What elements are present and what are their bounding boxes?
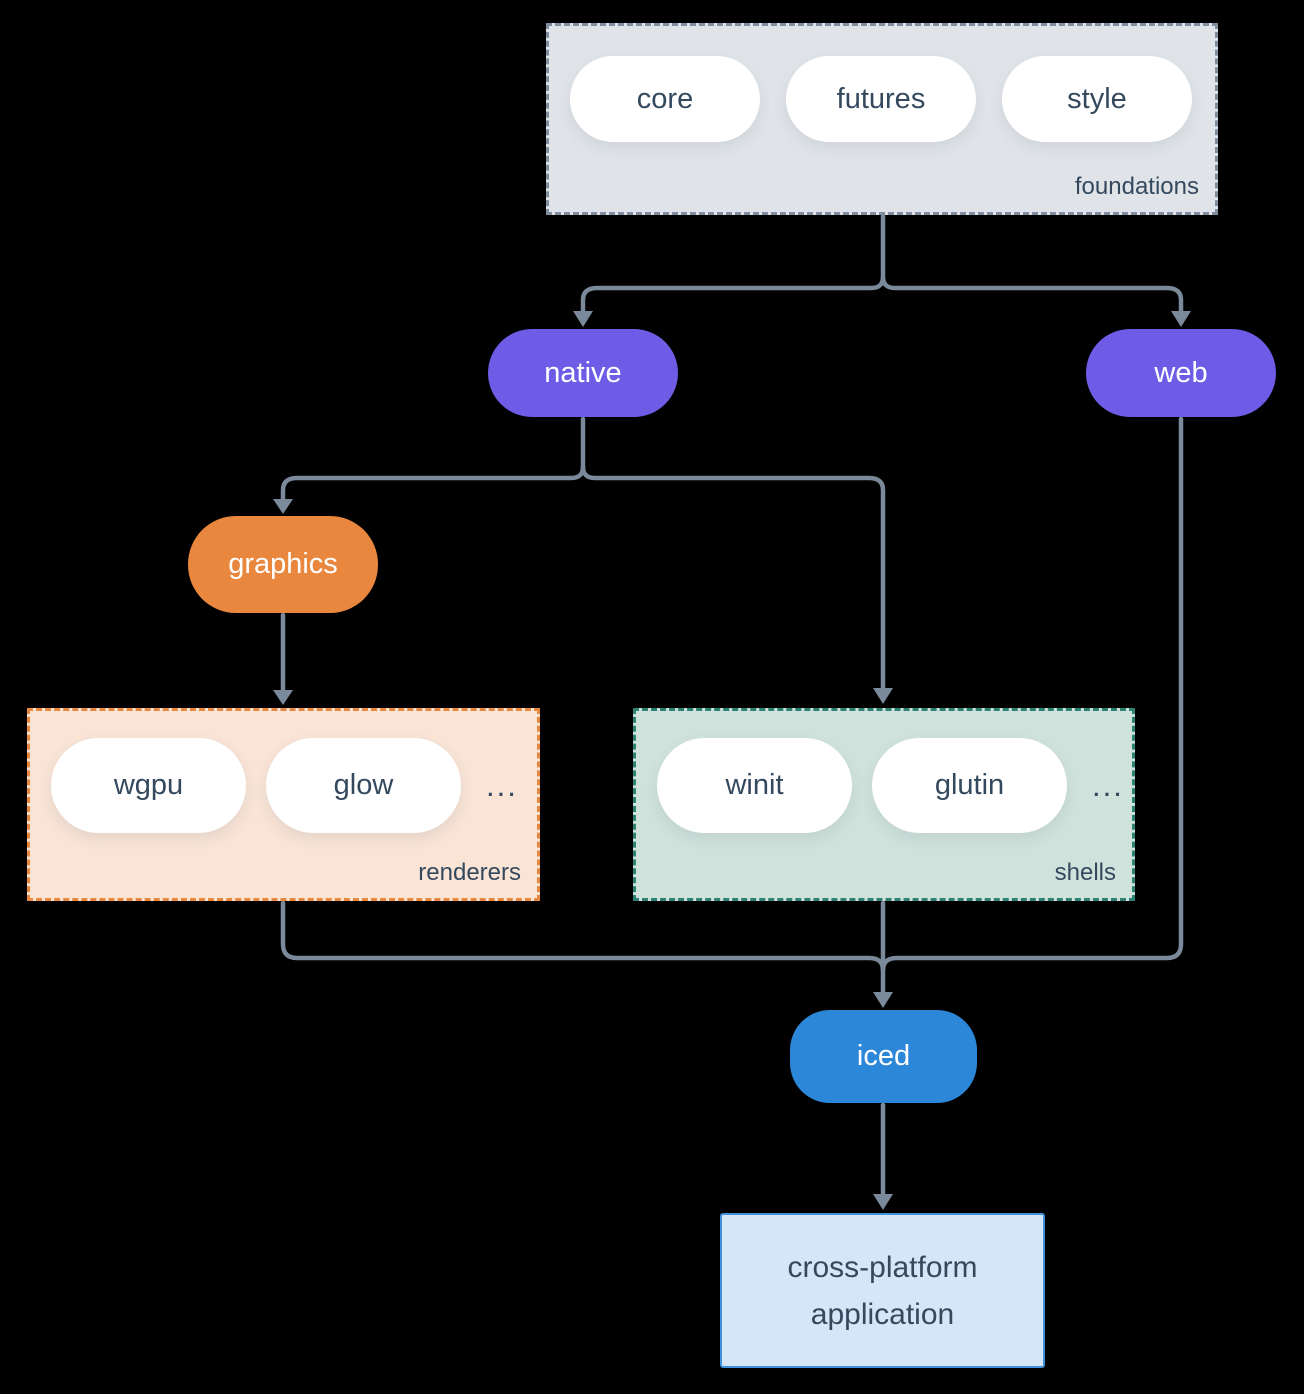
arrowhead-web	[1171, 311, 1191, 327]
shells-group-label: shells	[1054, 859, 1116, 886]
application-label-line1: cross-platform	[787, 1250, 978, 1284]
renderers-pill-row: wgpu glow ...	[30, 711, 537, 833]
pill-wgpu: wgpu	[51, 738, 246, 833]
foundations-group: core futures style foundations	[546, 23, 1218, 215]
node-iced: iced	[790, 1010, 977, 1103]
pill-futures: futures	[786, 56, 976, 142]
edge-native-to-shells	[580, 464, 886, 691]
pill-glow: glow	[266, 738, 461, 833]
renderers-ellipsis: ...	[486, 767, 518, 803]
arrowhead-native	[573, 311, 593, 327]
shells-ellipsis: ...	[1092, 767, 1124, 803]
arrowhead-iced	[873, 992, 893, 1008]
arrowhead-shells	[873, 688, 893, 704]
node-graphics: graphics	[188, 516, 378, 613]
renderers-group: wgpu glow ... renderers	[27, 708, 540, 901]
renderers-group-label: renderers	[418, 859, 521, 886]
pill-glutin: glutin	[872, 738, 1067, 833]
foundations-pill-row: core futures style	[549, 26, 1215, 142]
pill-style: style	[1002, 56, 1192, 142]
arrowhead-renderers	[273, 690, 293, 705]
pill-core: core	[570, 56, 760, 142]
node-web: web	[1086, 329, 1276, 417]
pill-winit: winit	[657, 738, 852, 833]
arrowhead-application	[873, 1194, 893, 1210]
edge-foundations-to-native	[580, 213, 886, 314]
shells-pill-row: winit glutin ...	[636, 711, 1132, 833]
node-native: native	[488, 329, 678, 417]
foundations-group-label: foundations	[1074, 173, 1199, 200]
edge-native-to-graphics	[280, 416, 586, 502]
arrowhead-graphics	[273, 499, 293, 514]
edge-foundations-to-web	[880, 274, 1184, 314]
shells-group: winit glutin ... shells	[633, 708, 1135, 901]
application-label-line2: application	[810, 1297, 955, 1331]
edge-renderers-to-iced	[280, 900, 886, 973]
application-box: cross-platform application	[720, 1213, 1045, 1368]
